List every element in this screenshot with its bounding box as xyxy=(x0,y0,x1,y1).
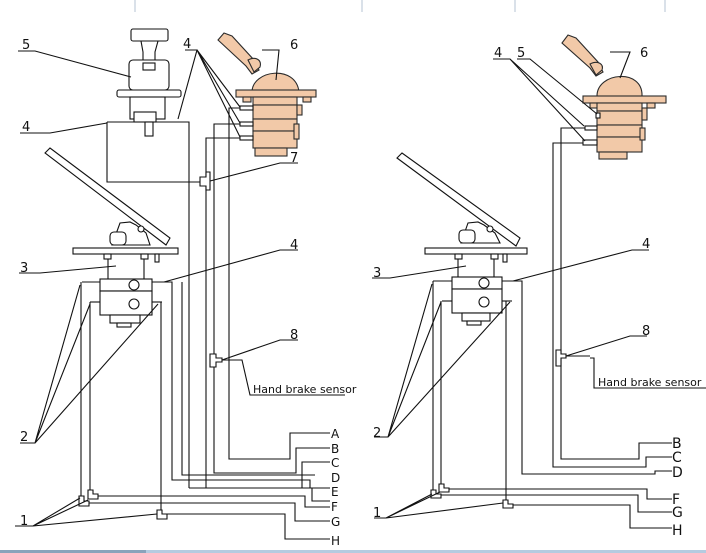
port-h: H xyxy=(331,534,340,548)
leader-6 xyxy=(262,49,280,81)
port-b: B xyxy=(672,436,682,452)
callout-4: 4 xyxy=(494,46,502,61)
callout-6: 6 xyxy=(290,38,298,53)
leader-6 xyxy=(610,51,631,79)
hand-brake-valve xyxy=(217,32,317,157)
port-e: E xyxy=(331,485,339,499)
port-g: G xyxy=(331,515,340,529)
pipe xyxy=(107,121,190,448)
foot-brake-valve xyxy=(44,147,179,328)
hand-brake-valve xyxy=(561,34,667,160)
callout-5: 5 xyxy=(22,38,30,53)
handle-switch xyxy=(116,28,182,137)
foot-brake-valve xyxy=(396,152,528,326)
tee-1 xyxy=(87,489,99,500)
callout-4: 4 xyxy=(183,37,191,52)
pipe-h xyxy=(513,504,672,529)
tee-8 xyxy=(555,349,567,367)
left-diagram: 5 4 4 6 7 3 4 8 2 1 Hand brake sensor A … xyxy=(15,28,357,548)
callout-3: 3 xyxy=(20,261,28,276)
hand-brake-sensor-label: Hand brake sensor xyxy=(598,376,702,389)
tee-8 xyxy=(209,353,223,368)
leader-5 xyxy=(517,58,598,115)
bottom-edge-bar xyxy=(0,550,706,553)
port-c: C xyxy=(331,456,339,470)
port-h: H xyxy=(672,523,683,539)
callout-1: 1 xyxy=(20,514,28,529)
port-f: F xyxy=(331,500,338,514)
leader-3 xyxy=(372,265,467,279)
port-d: D xyxy=(672,465,683,481)
leader-2 xyxy=(374,283,511,438)
tee-1 xyxy=(502,499,514,509)
tee-7 xyxy=(199,171,211,191)
leader-8 xyxy=(565,335,647,357)
leader-5 xyxy=(18,50,132,78)
leader-4 xyxy=(196,49,241,138)
callout-5: 5 xyxy=(517,46,525,61)
callout-2: 2 xyxy=(373,426,381,441)
leader-1 xyxy=(15,497,158,527)
leader-2 xyxy=(20,284,159,444)
pipe-c xyxy=(552,142,672,468)
callout-8: 8 xyxy=(290,328,298,343)
pipe-b xyxy=(213,123,330,474)
tee-1 xyxy=(438,483,450,493)
pipe-f xyxy=(98,495,330,508)
callout-4: 4 xyxy=(642,237,650,252)
leader-4 xyxy=(20,122,108,134)
leader-8 xyxy=(221,339,298,361)
callout-7: 7 xyxy=(290,151,298,166)
pipe-c xyxy=(205,137,330,489)
leader-4 xyxy=(493,58,586,142)
port-g: G xyxy=(672,505,683,521)
port-d: D xyxy=(331,471,340,485)
pipe-h xyxy=(167,513,330,540)
leader-4 xyxy=(163,249,298,283)
pipe-e xyxy=(189,487,330,502)
leader-7 xyxy=(209,162,298,182)
port-f: F xyxy=(672,492,680,508)
callout-6: 6 xyxy=(640,46,648,61)
pipe-g xyxy=(89,502,330,522)
tee-1 xyxy=(156,509,168,520)
callout-3: 3 xyxy=(373,266,381,281)
leader-4 xyxy=(177,49,198,120)
hand-brake-sensor-label: Hand brake sensor xyxy=(253,383,357,396)
pipe-b xyxy=(560,127,672,460)
sensor-leader xyxy=(566,355,706,389)
pipe-f xyxy=(449,488,672,500)
pipe xyxy=(181,282,315,476)
leader-3 xyxy=(19,265,117,274)
callout-1: 1 xyxy=(373,506,381,521)
callout-8: 8 xyxy=(642,324,650,339)
pipe xyxy=(106,122,205,183)
pipe-d xyxy=(520,280,672,475)
sensor-leader xyxy=(222,359,345,396)
port-a: A xyxy=(331,427,340,441)
callout-4: 4 xyxy=(22,120,30,135)
port-c: C xyxy=(672,450,682,466)
leader-4 xyxy=(512,249,649,282)
port-b: B xyxy=(331,442,339,456)
callout-2: 2 xyxy=(20,430,28,445)
pipe-a xyxy=(228,107,330,460)
leader-1 xyxy=(374,491,504,519)
pipe-g xyxy=(441,494,672,513)
callout-4: 4 xyxy=(290,238,298,253)
right-diagram: 4 5 6 3 4 8 2 1 Hand brake sensor B C D … xyxy=(372,34,706,539)
pipe-d xyxy=(170,281,330,489)
